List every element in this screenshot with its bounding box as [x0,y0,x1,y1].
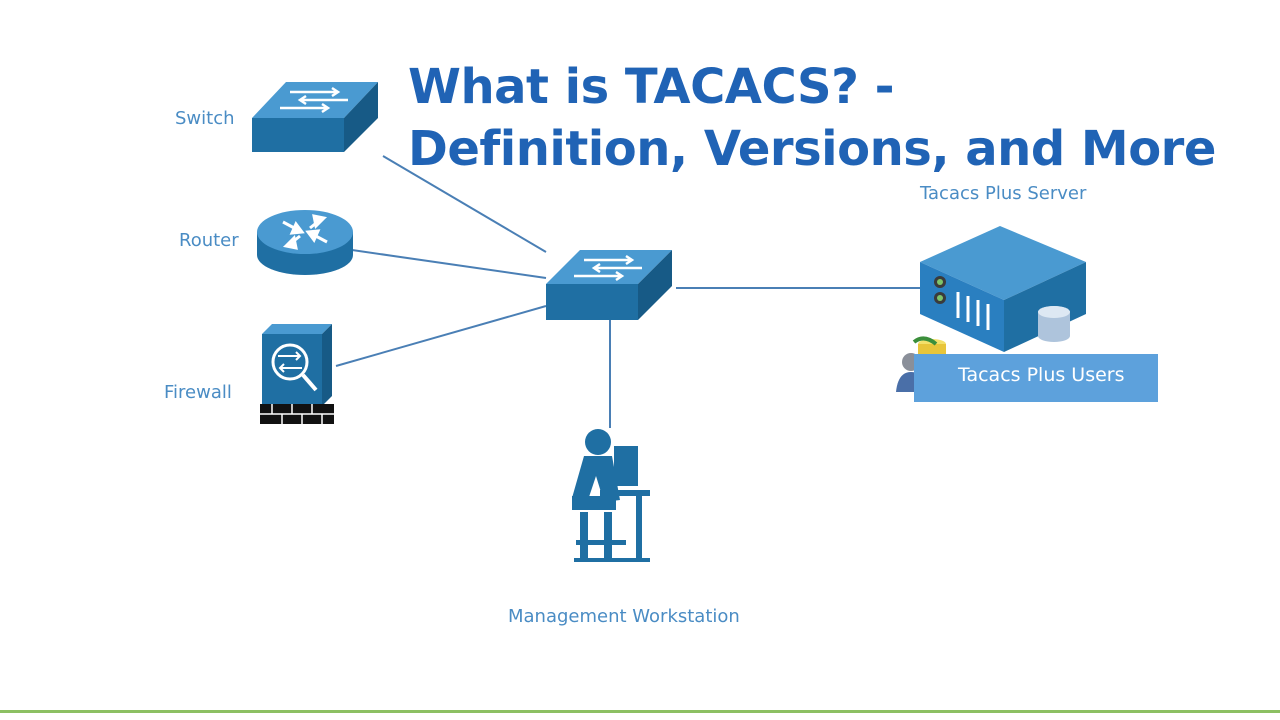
firewall-icon [260,324,334,424]
core-switch-icon [546,250,672,320]
server-label: Tacacs Plus Server [920,183,1087,204]
users-label: Tacacs Plus Users [958,364,1125,386]
title-line-2: Definition, Versions, and More [408,121,1216,177]
link-switch-core [382,155,547,253]
users-box [914,354,1158,402]
footer-divider [0,710,1280,713]
connections [335,155,924,428]
switch-label: Switch [175,108,235,129]
workstation-label: Management Workstation [508,606,740,627]
firewall-label: Firewall [164,382,232,403]
page-title: What is TACACS? - Definition, Versions, … [408,56,1268,180]
switch-icon [252,82,378,152]
title-line-1: What is TACACS? - [408,59,895,115]
server-icon [920,226,1086,352]
workstation-icon [572,429,650,562]
router-icon [257,210,353,275]
router-label: Router [179,230,239,251]
link-router-core [351,249,547,279]
link-firewall-core [335,305,547,367]
